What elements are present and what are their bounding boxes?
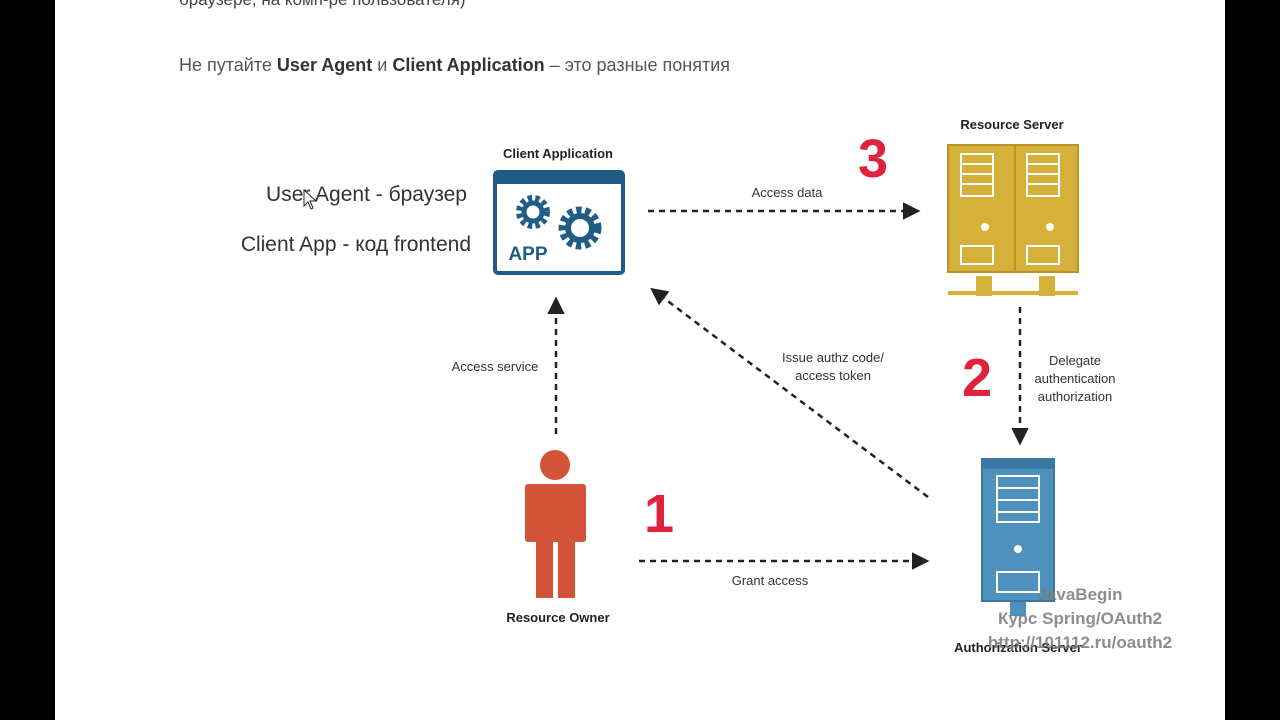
- step-number-2: 2: [962, 348, 992, 408]
- access-service-label: Access service: [452, 359, 539, 374]
- watermark-line2: Курс Spring/OAuth2: [998, 609, 1162, 628]
- authorization-server-icon: [981, 458, 1055, 616]
- resource-owner-title: Resource Owner: [506, 610, 609, 625]
- article-page: браузере, на комп-ре пользователя) Не пу…: [55, 0, 1225, 720]
- resource-server-title: Resource Server: [960, 117, 1063, 132]
- watermark-line3: http://101112.ru/oauth2: [988, 633, 1172, 652]
- gear-icon: [558, 206, 602, 250]
- distinction-note: Не путайте User Agent и Client Applicati…: [179, 55, 730, 76]
- delegate-label-line2: authentication: [1035, 371, 1116, 386]
- note-mid: и: [372, 55, 393, 75]
- oauth-flow-diagram: User Agent - браузер Client App - код fr…: [241, 117, 1172, 655]
- note-term-user-agent: User Agent: [276, 55, 373, 75]
- note-suffix: – это разные понятия: [544, 55, 730, 75]
- issue-token-label-line1: Issue authz code/: [782, 350, 884, 365]
- side-note-user-agent: User Agent - браузер: [266, 183, 467, 206]
- note-prefix: Не путайте: [179, 55, 277, 75]
- gear-icon: [516, 195, 550, 229]
- delegate-label-line3: authorization: [1038, 389, 1112, 404]
- partial-text-line: браузере, на комп-ре пользователя): [179, 0, 466, 10]
- issue-token-label-line2: access token: [795, 368, 871, 383]
- authorization-server-title: Authorization Server: [954, 640, 1082, 655]
- grant-access-label: Grant access: [732, 573, 809, 588]
- client-application-title: Client Application: [503, 146, 613, 161]
- note-term-client-application: Client Application: [392, 55, 545, 75]
- watermark-line1: JavaBegin: [1037, 585, 1122, 604]
- side-note-client-app: Client App - код frontend: [241, 233, 471, 256]
- access-data-label: Access data: [752, 185, 824, 200]
- delegate-label-line1: Delegate: [1049, 353, 1101, 368]
- resource-owner-icon: [525, 450, 586, 598]
- client-app-icon: APP: [493, 170, 625, 275]
- resource-server-icon: [947, 144, 1079, 296]
- mouse-cursor-icon: [303, 188, 318, 210]
- app-icon-label: APP: [508, 244, 547, 265]
- step-number-3: 3: [858, 129, 888, 189]
- step-number-1: 1: [644, 484, 674, 544]
- issue-token-arrow: [650, 287, 929, 498]
